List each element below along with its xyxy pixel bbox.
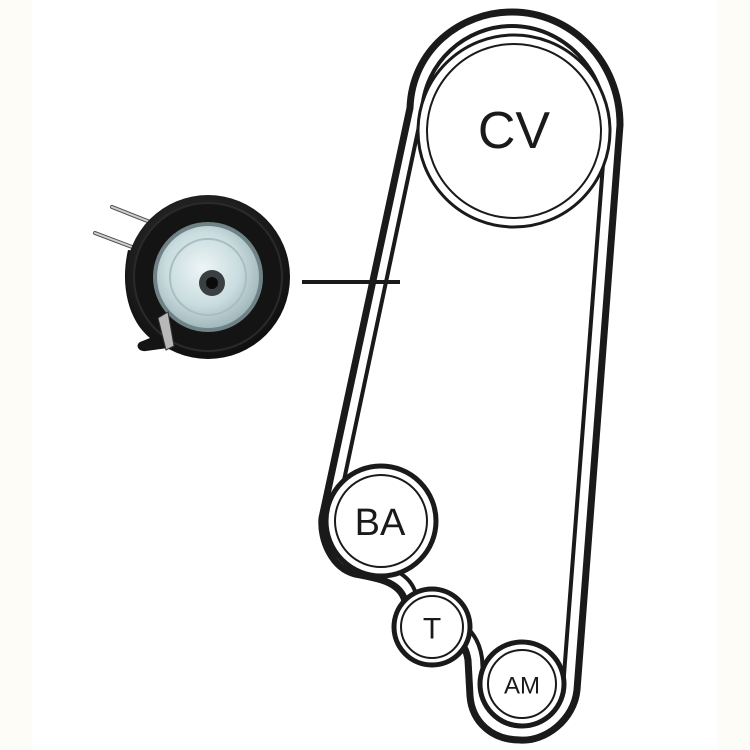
cv-pulley-label: CV (478, 102, 551, 160)
ba-pulley: BA (323, 463, 439, 579)
am-pulley: AM (477, 639, 567, 729)
tensioner-pulley-photo-icon (93, 195, 290, 359)
t-pulley: T (391, 586, 473, 668)
am-pulley-label: AM (504, 673, 540, 700)
cv-pulley: CV (416, 33, 612, 229)
ba-pulley-label: BA (355, 502, 406, 544)
t-pulley-label: T (423, 613, 441, 646)
